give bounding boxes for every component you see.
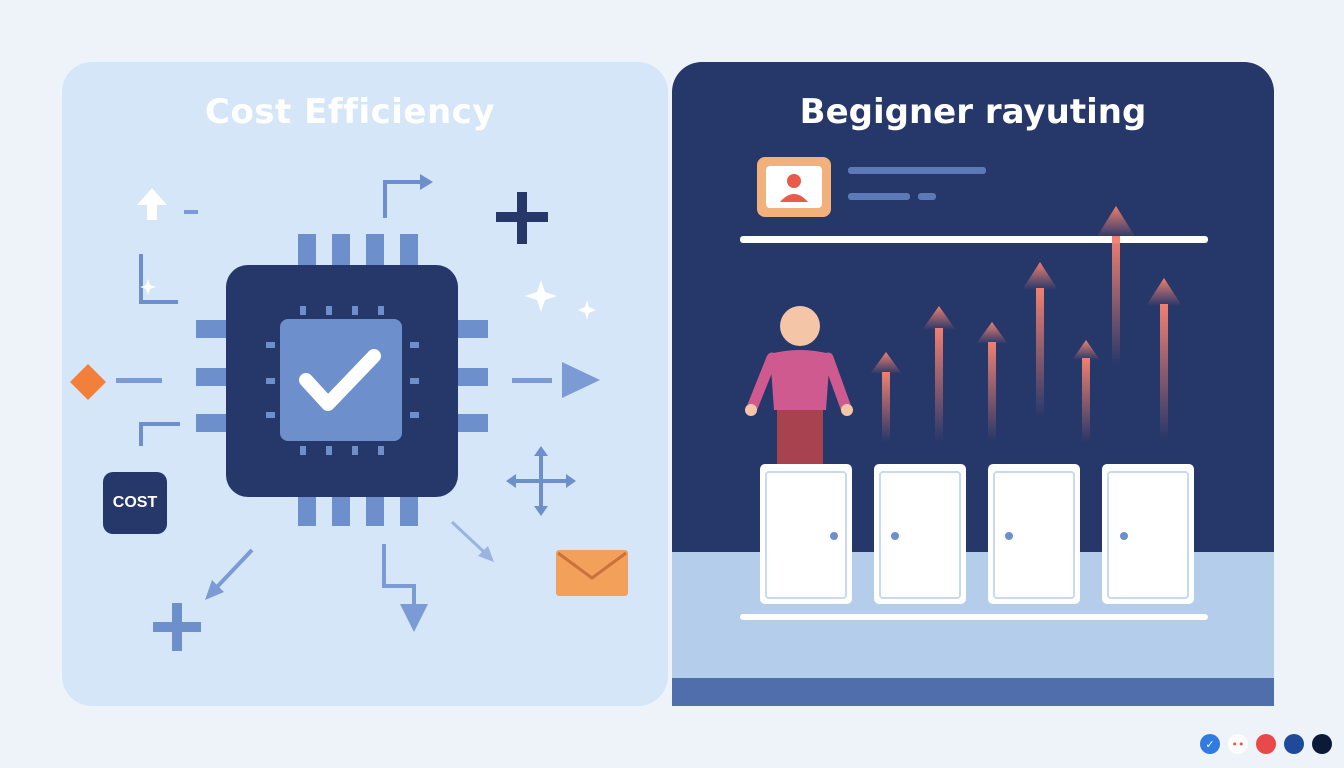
profile-icon	[757, 157, 831, 217]
down-arrow-icon	[382, 544, 428, 632]
arrow-icon	[976, 322, 1008, 442]
toggle-dot-icon: ••	[1228, 734, 1248, 754]
arrow-icon	[1146, 278, 1182, 440]
door-icon	[874, 464, 966, 604]
diagonal-arrow-icon	[450, 520, 494, 562]
floor-edge	[672, 678, 1274, 706]
blue-dot	[1284, 734, 1304, 754]
envelope-icon	[556, 550, 628, 596]
arrow-icon	[1072, 340, 1100, 442]
diamond-icon	[70, 364, 106, 400]
bracket-icon-2	[139, 422, 180, 446]
arrow-icon	[870, 352, 902, 442]
plus-icon-light	[153, 603, 201, 651]
door-icon	[760, 464, 852, 604]
right-arrow-icon	[512, 362, 600, 398]
dash-icon	[184, 210, 198, 214]
checkmark-icon	[299, 349, 381, 411]
cost-badge: COST	[103, 472, 167, 534]
diagonal-arrow-icon-2	[205, 548, 254, 600]
check-dot-icon: ✓	[1200, 734, 1220, 754]
navy-dot	[1312, 734, 1332, 754]
right-panel-title: Begigner rayuting	[799, 92, 1147, 132]
sparkle-small-icon	[140, 279, 156, 295]
sparkle-small-icon-2	[578, 300, 596, 320]
door-icon	[1102, 464, 1194, 604]
door-icon	[988, 464, 1080, 604]
sparkle-icon	[525, 280, 557, 312]
color-dots: ✓ ••	[1200, 734, 1332, 754]
bracket-icon	[139, 254, 178, 304]
arrow-icon	[1022, 262, 1058, 418]
floor-line	[740, 614, 1208, 620]
person-figure	[745, 306, 853, 466]
divider	[740, 236, 1208, 243]
up-arrow-icon	[137, 188, 167, 220]
move-icon	[506, 446, 576, 516]
red-dot	[1256, 734, 1276, 754]
text-line-3	[918, 193, 936, 200]
plus-icon-dark	[496, 192, 548, 244]
text-line-1	[848, 167, 986, 174]
arrow-icon	[1096, 206, 1136, 366]
growth-arrows	[870, 206, 1182, 442]
corner-arrow-icon	[383, 180, 420, 218]
chip-pins	[196, 234, 488, 526]
text-line-2	[848, 193, 910, 200]
left-panel-title: Cost Efficiency	[205, 92, 495, 132]
arrow-icon	[922, 306, 956, 442]
